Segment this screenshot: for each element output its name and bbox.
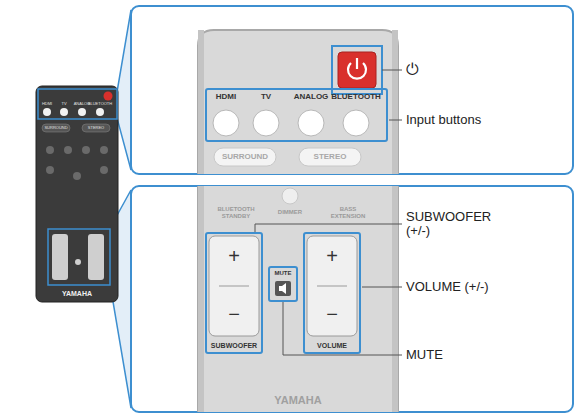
small-button-label: HDMI — [42, 102, 52, 106]
leader-line — [362, 287, 402, 288]
small-button-label: STEREO — [88, 126, 104, 130]
faded-button-label: BASS EXTENSION — [328, 206, 368, 219]
leader-line — [283, 302, 402, 355]
power-button — [104, 92, 113, 101]
volume-button — [307, 236, 357, 336]
button-sign: − — [326, 303, 338, 325]
faded-button-label: DIMMER — [278, 209, 302, 216]
subwoofer-button — [52, 234, 68, 280]
highlight-box — [48, 229, 110, 285]
stereo-button — [82, 124, 110, 132]
remote-body — [198, 186, 398, 412]
power-label: ⏻ — [406, 61, 419, 79]
callout-wedge — [117, 10, 131, 170]
stereo-button — [299, 148, 361, 166]
button-sign: + — [326, 245, 338, 267]
button-label: ANALOG — [294, 93, 329, 101]
brand-logo: YAMAHA — [274, 394, 321, 406]
brand-logo: YAMAHA — [62, 290, 92, 298]
button-label: BLUETOOTH — [331, 93, 381, 101]
surround-button — [42, 124, 70, 132]
callout-label: VOLUME (+/-) — [406, 280, 489, 294]
button-label: HDMI — [216, 93, 236, 101]
mute-button — [75, 259, 81, 265]
surround-button — [214, 148, 276, 166]
mute-frame: MUTE — [268, 266, 298, 302]
faded-button-label: BLUETOOTH STANDBY — [214, 206, 258, 219]
remote-body — [36, 86, 118, 302]
small-button-label: SURROUND — [44, 126, 67, 130]
button-sign: + — [228, 245, 240, 267]
faded-button-label: STEREO — [314, 153, 347, 162]
button-sign: − — [228, 303, 240, 325]
button-label: VOLUME — [317, 342, 347, 349]
input-buttons — [213, 110, 369, 136]
leader-line — [255, 224, 402, 232]
faded-button-label: SURROUND — [222, 153, 268, 162]
highlight-box — [332, 46, 382, 94]
highlight-box — [38, 89, 117, 119]
small-buttons — [46, 146, 108, 180]
speaker-icon — [279, 283, 286, 294]
button-label: SUBWOOFER — [211, 342, 257, 349]
remote-body — [198, 30, 398, 174]
small-button-label: BLUETOOTH — [88, 102, 112, 106]
leader-line — [389, 120, 402, 121]
subwoofer-button — [209, 236, 259, 336]
callout-label: SUBWOOFER (+/-) — [406, 210, 506, 239]
callout-label: MUTE — [406, 348, 443, 362]
power-button — [338, 52, 376, 88]
button-label: MUTE — [275, 270, 292, 276]
mute-button — [275, 281, 291, 296]
small-button-label: TV — [61, 102, 66, 106]
volume-button — [88, 234, 104, 280]
callout-label: Input buttons — [406, 113, 481, 127]
leader-line — [382, 70, 402, 71]
button-label: TV — [261, 93, 271, 101]
input-buttons — [43, 108, 104, 116]
input-buttons-frame: HDMI TV ANALOGBLUETOOTH — [205, 88, 388, 142]
